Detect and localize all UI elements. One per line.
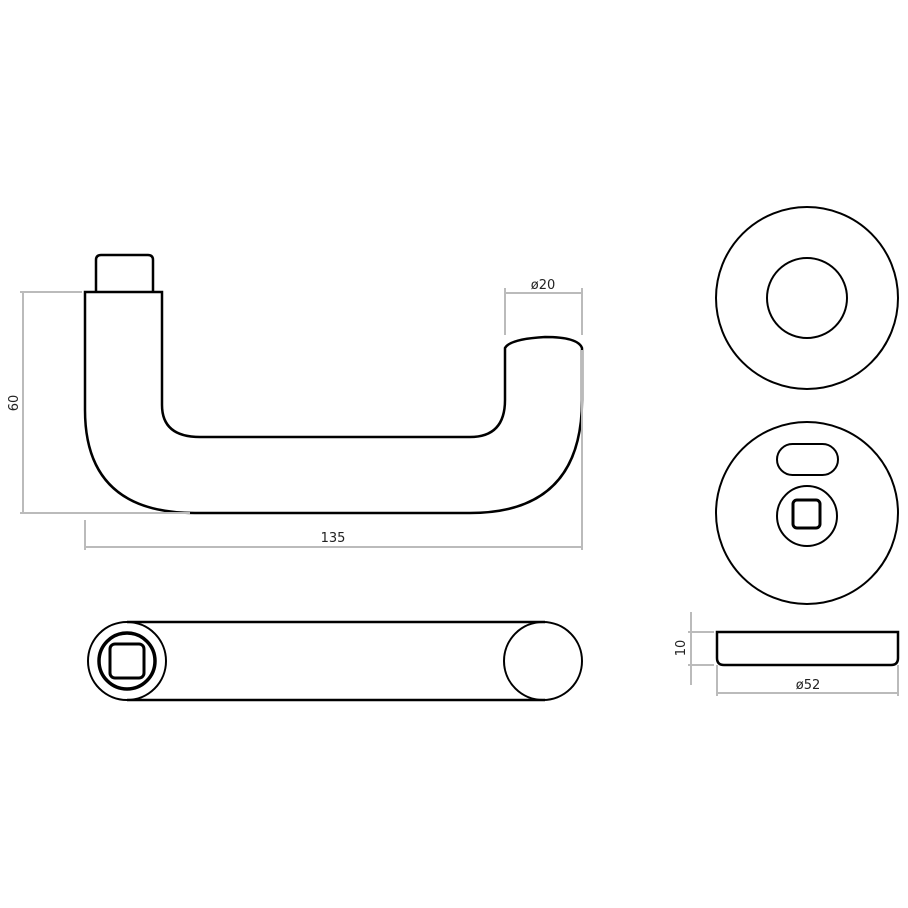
dimension-height: 60 xyxy=(7,291,190,514)
dimension-length: 135 xyxy=(84,350,583,550)
spindle-stub xyxy=(94,253,155,292)
escutcheon-front xyxy=(715,421,899,605)
dimension-rosette-diameter: ø52 xyxy=(716,665,899,696)
length-label: 135 xyxy=(321,531,346,546)
rosette-side xyxy=(715,630,900,667)
dimension-thickness: 10 xyxy=(674,612,714,685)
grip-diameter-label: ø20 xyxy=(531,278,556,293)
dimension-grip-diameter: ø20 xyxy=(504,278,583,335)
height-label: 60 xyxy=(7,395,22,412)
rosette-diameter-label: ø52 xyxy=(796,678,821,693)
handle-side-view xyxy=(83,253,584,515)
handle-top-view xyxy=(87,620,583,702)
thickness-label: 10 xyxy=(674,640,689,657)
handle-outline xyxy=(83,290,584,515)
rosette-front xyxy=(715,206,899,390)
